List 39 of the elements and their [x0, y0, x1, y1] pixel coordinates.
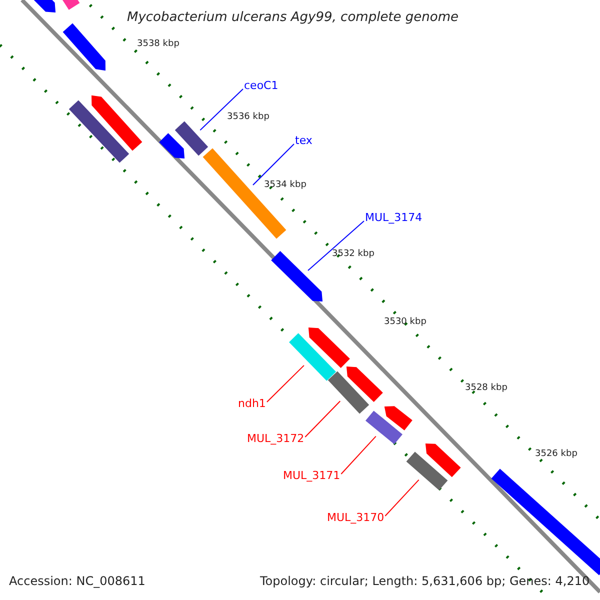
gene-feature [202, 148, 286, 239]
title: Mycobacterium ulcerans Agy99, complete genome [127, 11, 459, 24]
gene-feature [406, 452, 448, 490]
leader-line [340, 436, 376, 474]
tick-label: 3532 kbp [332, 250, 374, 259]
leader-line [266, 364, 304, 402]
gene-label: tex [295, 135, 312, 146]
gene-feature [159, 133, 185, 159]
gene-feature [384, 406, 412, 430]
gene-label: MUL_3172 [247, 433, 304, 444]
tick-label: 3530 kbp [384, 318, 426, 327]
gene-feature [328, 371, 370, 414]
gene-feature [174, 121, 208, 156]
tick-label: 3528 kbp [465, 384, 508, 393]
gene-label: MUL_3174 [365, 212, 422, 223]
gene-label: ndh1 [238, 398, 266, 409]
gene-label: ceoC1 [244, 80, 278, 91]
leader-line [200, 88, 244, 131]
gene-label: MUL_3171 [283, 470, 340, 481]
info-text: Accession: NC_008611 [9, 575, 146, 587]
leader-line [384, 479, 420, 516]
gene-feature [271, 251, 323, 302]
gene-feature [491, 468, 600, 576]
gene-label: MUL_3170 [327, 512, 384, 523]
tick-label: 3536 kbp [227, 113, 270, 122]
leader-line [252, 144, 294, 186]
gene-feature [346, 366, 383, 402]
gene-feature [62, 23, 106, 71]
gene-feature [289, 333, 336, 381]
leader-line [308, 220, 364, 272]
tick-label: 3526 kbp [535, 450, 578, 459]
gene-feature [308, 327, 350, 368]
gene-feature [91, 95, 142, 151]
leader-line [304, 400, 341, 438]
gene-feature [366, 410, 402, 444]
tick-label: 3538 kbp [137, 40, 180, 49]
tick-label: 3534 kbp [264, 181, 306, 190]
gene-feature [425, 443, 461, 478]
gene-feature [68, 100, 130, 163]
